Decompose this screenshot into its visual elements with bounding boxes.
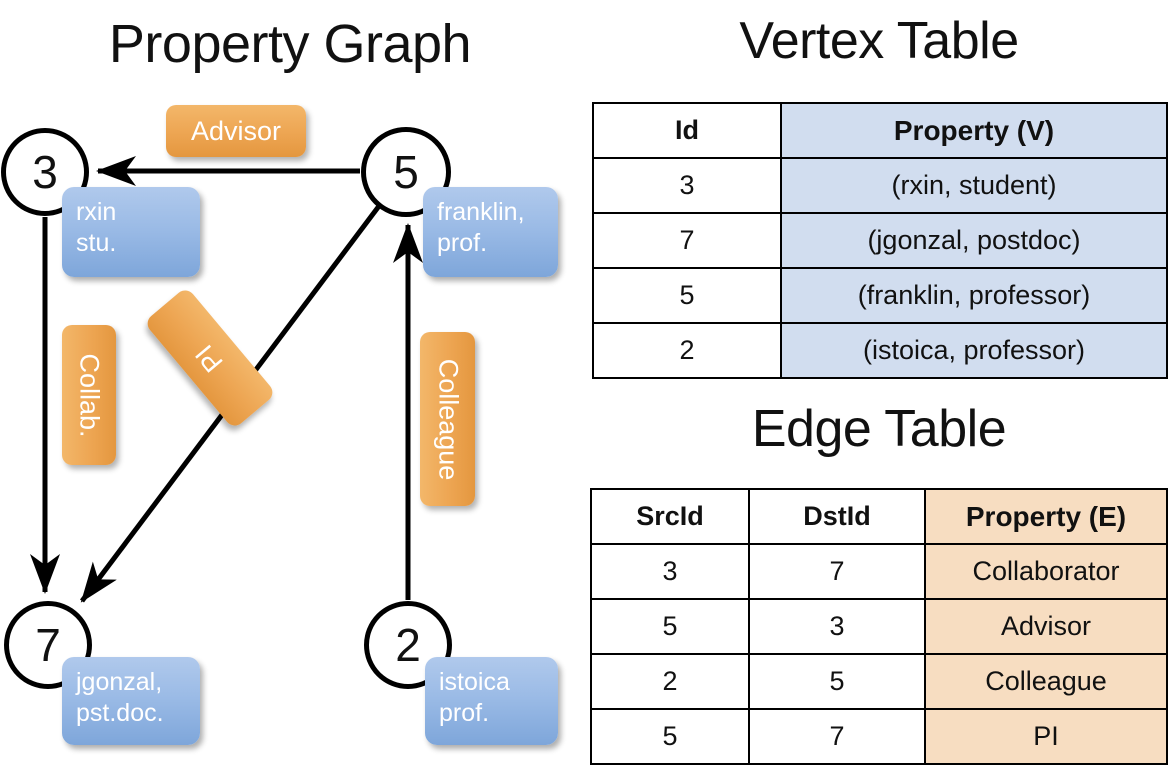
edge-cell-property: Collaborator [924, 543, 1168, 600]
graph-node-2[interactable]: 2 [364, 601, 452, 689]
edge-table-header-property: Property (E) [924, 488, 1168, 545]
table-header-row: SrcId DstId Property (E) [590, 488, 1168, 545]
table-row: 2 (istoica, professor) [592, 322, 1168, 379]
edge-cell-src: 2 [590, 653, 750, 710]
vertex-property-box-3: rxin stu. [62, 187, 200, 277]
vertex-role-jgonzal: pst.doc. [76, 699, 164, 727]
vertex-cell-id: 3 [592, 157, 782, 214]
edge-cell-property: Colleague [924, 653, 1168, 710]
vertex-name-franklin: franklin, [437, 198, 525, 226]
vertex-table-header-id: Id [592, 102, 782, 159]
edge-cell-property: PI [924, 708, 1168, 765]
page-title-vertex-table: Vertex Table [739, 12, 1019, 70]
edge-table-header-dstid: DstId [748, 488, 926, 545]
vertex-table: Id Property (V) 3 (rxin, student) 7 (jgo… [592, 102, 1168, 379]
edge-label-collab: Collab. [62, 325, 116, 465]
edge-cell-dst: 5 [748, 653, 926, 710]
vertex-property-box-5: franklin, prof. [423, 187, 558, 277]
edge-label-colleague: Colleague [420, 332, 475, 506]
edge-label-advisor-text: Advisor [190, 115, 282, 146]
vertex-role-rxin: stu. [76, 229, 117, 257]
edge-cell-property: Advisor [924, 598, 1168, 655]
page-title-edge-table: Edge Table [751, 400, 1007, 458]
edge-label-advisor: Advisor [166, 105, 306, 157]
edge-cell-dst: 3 [748, 598, 926, 655]
edge-cell-dst: 7 [748, 543, 926, 600]
vertex-cell-id: 7 [592, 212, 782, 269]
table-row: 5 (franklin, professor) [592, 267, 1168, 324]
edge-cell-src: 5 [590, 708, 750, 765]
edge-cell-src: 5 [590, 598, 750, 655]
edge-label-collab-text: Collab. [74, 352, 105, 438]
edge-cell-src: 3 [590, 543, 750, 600]
vertex-cell-property: (rxin, student) [780, 157, 1168, 214]
edge-table-header-srcid: SrcId [590, 488, 750, 545]
table-row: 2 5 Colleague [590, 653, 1168, 710]
vertex-cell-id: 2 [592, 322, 782, 379]
edge-label-pi-text: PI [189, 338, 230, 378]
vertex-cell-property: (istoica, professor) [780, 322, 1168, 379]
edge-cell-dst: 7 [748, 708, 926, 765]
vertex-name-jgonzal: jgonzal, [76, 668, 163, 696]
vertex-cell-property: (franklin, professor) [780, 267, 1168, 324]
vertex-cell-property: (jgonzal, postdoc) [780, 212, 1168, 269]
table-row: 5 3 Advisor [590, 598, 1168, 655]
table-row: 5 7 PI [590, 708, 1168, 765]
table-header-row: Id Property (V) [592, 102, 1168, 159]
vertex-name-rxin: rxin [76, 198, 117, 226]
property-graph-diagram: 3 5 7 2 rxin stu. franklin, prof. jgonza… [0, 0, 580, 760]
table-row: 7 (jgonzal, postdoc) [592, 212, 1168, 269]
vertex-table-header-property: Property (V) [780, 102, 1168, 159]
table-row: 3 7 Collaborator [590, 543, 1168, 600]
vertex-role-istoica: prof. [439, 699, 490, 727]
graph-node-5[interactable]: 5 [361, 127, 451, 217]
edge-table: SrcId DstId Property (E) 3 7 Collaborato… [590, 488, 1168, 765]
vertex-cell-id: 5 [592, 267, 782, 324]
edge-label-colleague-text: Colleague [433, 358, 463, 480]
table-row: 3 (rxin, student) [592, 157, 1168, 214]
vertex-role-franklin: prof. [437, 229, 488, 257]
vertex-name-istoica: istoica [439, 668, 510, 696]
page-title-property-graph: Property Graph [108, 14, 472, 74]
vertex-property-box-7: jgonzal, pst.doc. [62, 657, 200, 745]
vertex-property-box-2: istoica prof. [425, 657, 558, 745]
